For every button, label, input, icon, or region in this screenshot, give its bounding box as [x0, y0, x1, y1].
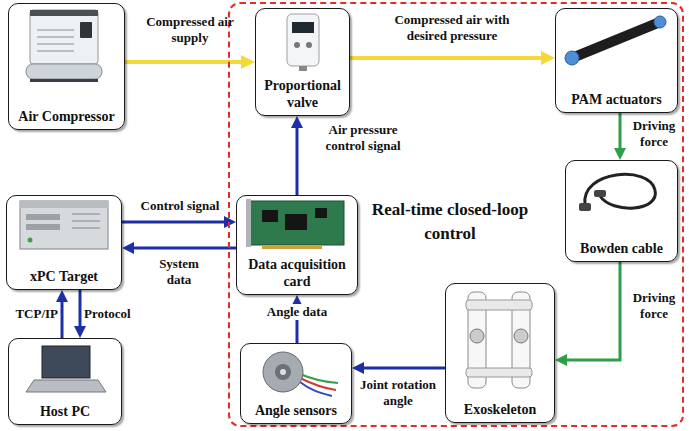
edge-label: Driving force — [627, 118, 681, 150]
brace-strap — [466, 368, 532, 377]
pc-case — [20, 201, 108, 249]
edge-label: Protocol — [84, 306, 144, 322]
proportional-valve-picture — [287, 14, 319, 71]
equipment-box: Data acquisition card — [236, 195, 358, 295]
connector-arrow — [350, 56, 548, 60]
laptop-picture — [26, 346, 106, 392]
connector-arrow — [122, 221, 230, 224]
cable-end — [579, 203, 591, 211]
edge-label: Air pressure control signal — [308, 122, 418, 154]
node-label: Angle sensors — [241, 402, 351, 423]
brace-joint — [514, 329, 528, 343]
sensor-face — [275, 364, 291, 380]
connector-arrow — [61, 296, 64, 338]
valve-button — [294, 42, 300, 48]
muscle-fitting — [565, 51, 579, 65]
control-loop-region: Real-time closed-loop control Proportiona… — [228, 2, 684, 427]
compressor-vent — [37, 36, 74, 38]
pcb-board — [250, 201, 344, 245]
compressor-cabinet — [30, 10, 98, 64]
air-compressor-picture — [26, 10, 102, 82]
pcb-chip — [315, 208, 327, 218]
laptop-screen — [42, 346, 90, 378]
equipment-box: PAM actuators — [555, 8, 678, 113]
edge-label: TCP/IP — [4, 306, 58, 322]
equipment-box: xPC Target — [6, 195, 122, 290]
xpc-target-picture — [20, 201, 108, 249]
muscle-fitting — [654, 16, 666, 28]
pc-led — [28, 238, 33, 243]
node-label: xPC Target — [7, 268, 121, 289]
edge-label: Driving force — [627, 290, 681, 322]
pc-bay — [26, 214, 60, 220]
connector-arrow — [561, 262, 620, 360]
connector-arrow — [358, 367, 445, 370]
edge-label: Joint rotation angle — [354, 377, 442, 409]
sensor-wire — [300, 374, 338, 383]
node-label: Data acquisition card — [237, 256, 357, 294]
edge-label: System data — [146, 256, 212, 288]
cable-loop — [585, 174, 656, 208]
bowden-cable-picture — [579, 174, 655, 211]
connector-arrow — [619, 113, 622, 154]
node-label: Proportional valve — [256, 77, 349, 115]
brace-strap — [466, 300, 532, 310]
edge-label: Angle data — [261, 304, 333, 320]
pcb-chip — [262, 210, 278, 222]
edge-label: Compressed air supply — [130, 14, 250, 46]
pcb-chip — [285, 214, 307, 230]
exoskeleton-picture — [466, 292, 532, 388]
node-label: Host PC — [9, 403, 121, 424]
pc-grill — [72, 220, 100, 222]
brace-joint — [470, 329, 484, 343]
angle-sensor-picture — [263, 352, 338, 396]
daq-card-picture — [246, 199, 344, 249]
edge-label: Compressed air with desired pressure — [377, 12, 527, 44]
node-label: Air Compressor — [9, 108, 124, 129]
node-label: PAM actuators — [556, 91, 677, 112]
connectors — [62, 58, 620, 368]
connector-arrow — [79, 290, 82, 332]
compressor-vent — [37, 43, 74, 45]
equipment-box: Bowden cable — [565, 160, 678, 262]
pc-top — [20, 201, 108, 208]
compressor-tank — [26, 64, 102, 79]
equipment-box: Host PC — [8, 338, 122, 425]
pc-bay — [26, 224, 60, 230]
compressor-vent — [37, 50, 74, 52]
cable-end — [594, 190, 606, 197]
equipment-box: Air Compressor — [8, 3, 125, 130]
pc-grill — [72, 213, 100, 215]
sensor-shaft — [280, 369, 286, 375]
node-label: Bowden cable — [566, 240, 677, 261]
pcb-connector — [262, 245, 322, 249]
muscle-tube — [572, 22, 660, 58]
region-label: Real-time closed-loop control — [365, 198, 535, 246]
compressor-panel — [80, 22, 92, 38]
valve-display — [292, 22, 314, 33]
equipment-box: Exoskeleton — [445, 283, 555, 423]
compressor-vent — [37, 29, 74, 31]
pam-actuator-picture — [565, 16, 666, 65]
equipment-box: Angle sensors — [240, 343, 352, 424]
connector-arrow — [128, 247, 236, 250]
edge-label: Control signal — [126, 198, 234, 214]
compressor-base — [30, 79, 98, 82]
connector-arrow — [296, 122, 299, 195]
pc-grill — [72, 227, 100, 229]
pcb-bracket — [246, 199, 251, 247]
equipment-box: Proportional valve — [255, 8, 350, 116]
compressor-top — [30, 10, 98, 16]
valve-fitting — [299, 66, 307, 71]
valve-body — [287, 14, 319, 66]
node-label: Exoskeleton — [446, 401, 554, 422]
laptop-base — [26, 380, 106, 392]
sensor-body — [263, 352, 303, 392]
valve-button — [306, 42, 312, 48]
sensor-wire — [300, 382, 332, 396]
